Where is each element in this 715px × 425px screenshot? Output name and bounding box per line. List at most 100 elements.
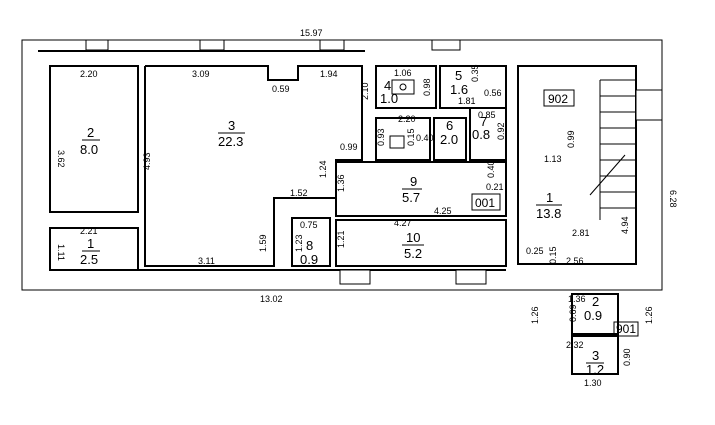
room-4-area: 1.0 [380,91,398,106]
dim-room3-e: 4.93 [142,152,152,170]
dim-stair-c: 2.81 [572,228,590,238]
dim-overall-bottom: 13.02 [260,294,283,304]
room-7-number: 7 [480,114,487,129]
room-7-label: 7 0.8 [472,114,490,142]
dim-room10-h: 1.21 [336,230,346,248]
dim-stair-d: 4.94 [620,216,630,234]
dim-stair-a: 0.99 [566,130,576,148]
dim-room3-j: 3.11 [198,256,215,266]
window-top-1 [85,39,109,51]
window-top-4 [431,39,461,51]
dim-room7-w: 0.85 [478,110,496,120]
annex-2-number: 2 [592,294,599,309]
stair-1-area: 13.8 [536,206,561,221]
room-2-walls [49,65,139,213]
room-2-number: 2 [87,125,94,140]
room-4-label: 4 1.0 [380,78,398,106]
room-5-number: 5 [455,68,462,83]
dim-annex3-a: 2.32 [566,340,584,350]
room-9-walls [335,161,507,217]
dim-room1-height: 1.11 [56,244,66,261]
tag-001-box [471,193,501,211]
dim-annex-b: 1.26 [644,306,654,324]
dim-room3-g: 1.52 [290,188,308,198]
room-2-label: 2 8.0 [80,125,100,157]
annex-2-walls [571,293,619,335]
dim-door-a: 0.40 [486,160,496,178]
room-10-label: 10 5.2 [402,230,424,261]
room-8-label: 8 0.9 [300,238,318,267]
dim-room7-h: 0.92 [496,122,506,140]
dim-stair-f: 0.15 [548,246,558,264]
annex-3-label: 3 1.2 [586,348,604,377]
dim-room9-w: 4.25 [434,206,452,216]
dim-wc-h: 0.93 [376,128,386,146]
room-3-walls [144,65,363,267]
dim-wc-b: 0.40 [416,133,434,143]
room-9-area: 5.7 [402,190,420,205]
stair-flight [589,79,636,220]
window-right [635,89,663,121]
sink-fixture [391,79,415,95]
room-10-area: 5.2 [404,246,422,261]
room-1-number: 1 [87,236,94,251]
tag-001: 001 [475,196,495,210]
dim-room5-w: 1.81 [458,96,476,106]
room-4-walls [375,65,437,109]
dim-annex2-h: 0.69 [568,304,578,322]
dim-room9-h: 1.36 [336,174,346,192]
drain-icon [399,83,407,91]
tag-902-box [543,89,575,107]
dim-mid-220: 2.20 [398,114,416,124]
dim-stair-b: 1.13 [544,154,562,164]
room-5-label: 5 1.6 [450,68,468,97]
dim-room2-height: 3.62 [56,150,66,168]
room-3-number: 3 [228,118,235,133]
dim-room4-w: 1.06 [394,68,412,78]
room-10-number: 10 [406,230,420,245]
dim-annex2-w: 1.36 [568,294,586,304]
window-top-2 [199,39,225,51]
dim-stair-e: 0.25 [526,246,544,256]
annex-2-label: 2 0.9 [584,294,602,323]
room-4-number: 4 [384,78,391,93]
dim-annex-a: 1.26 [530,306,540,324]
dim-room3-h: 1.24 [318,160,328,178]
tag-901: 901 [616,322,636,336]
room-8-walls [291,217,331,267]
room-9-label: 9 5.7 [402,174,422,205]
dim-room3-c: 0.59 [272,84,290,94]
stair-1-number: 1 [546,190,553,205]
dim-room3-i: 1.59 [258,234,268,252]
room-8-number: 8 [306,238,313,253]
room-10-walls [335,219,507,267]
room-7-walls [469,107,507,161]
dim-annex3-h: 0.90 [622,348,632,366]
dim-overall-width: 15.97 [300,28,323,38]
dim-door-b: 0.21 [486,182,504,192]
window-bottom-1 [339,269,371,285]
window-bottom-2 [455,269,487,285]
dim-room3-d: 2.10 [360,82,370,100]
tag-902: 902 [548,92,568,106]
dim-room5-b: 0.56 [484,88,502,98]
wc-walls [375,117,431,161]
annex-3-walls [571,335,619,375]
dim-room8-w: 0.75 [300,220,318,230]
dim-room3-f: 0.99 [340,142,358,152]
dim-room8-h: 1.23 [294,234,304,252]
room-1-label: 1 2.5 [80,236,100,267]
room-8-area: 0.9 [300,252,318,267]
annex-3-area: 1.2 [586,362,604,377]
room-9-number: 9 [410,174,417,189]
toilet-fixture [389,135,405,149]
room-6-area: 2.0 [440,132,458,147]
dim-room4-h: 0.98 [422,78,432,96]
room-7-area: 0.8 [472,127,490,142]
annex-2-area: 0.9 [584,308,602,323]
stair-1-label: 1 13.8 [536,190,562,221]
room-1-area: 2.5 [80,252,98,267]
building-outline [21,39,663,291]
window-top-3 [319,39,345,51]
